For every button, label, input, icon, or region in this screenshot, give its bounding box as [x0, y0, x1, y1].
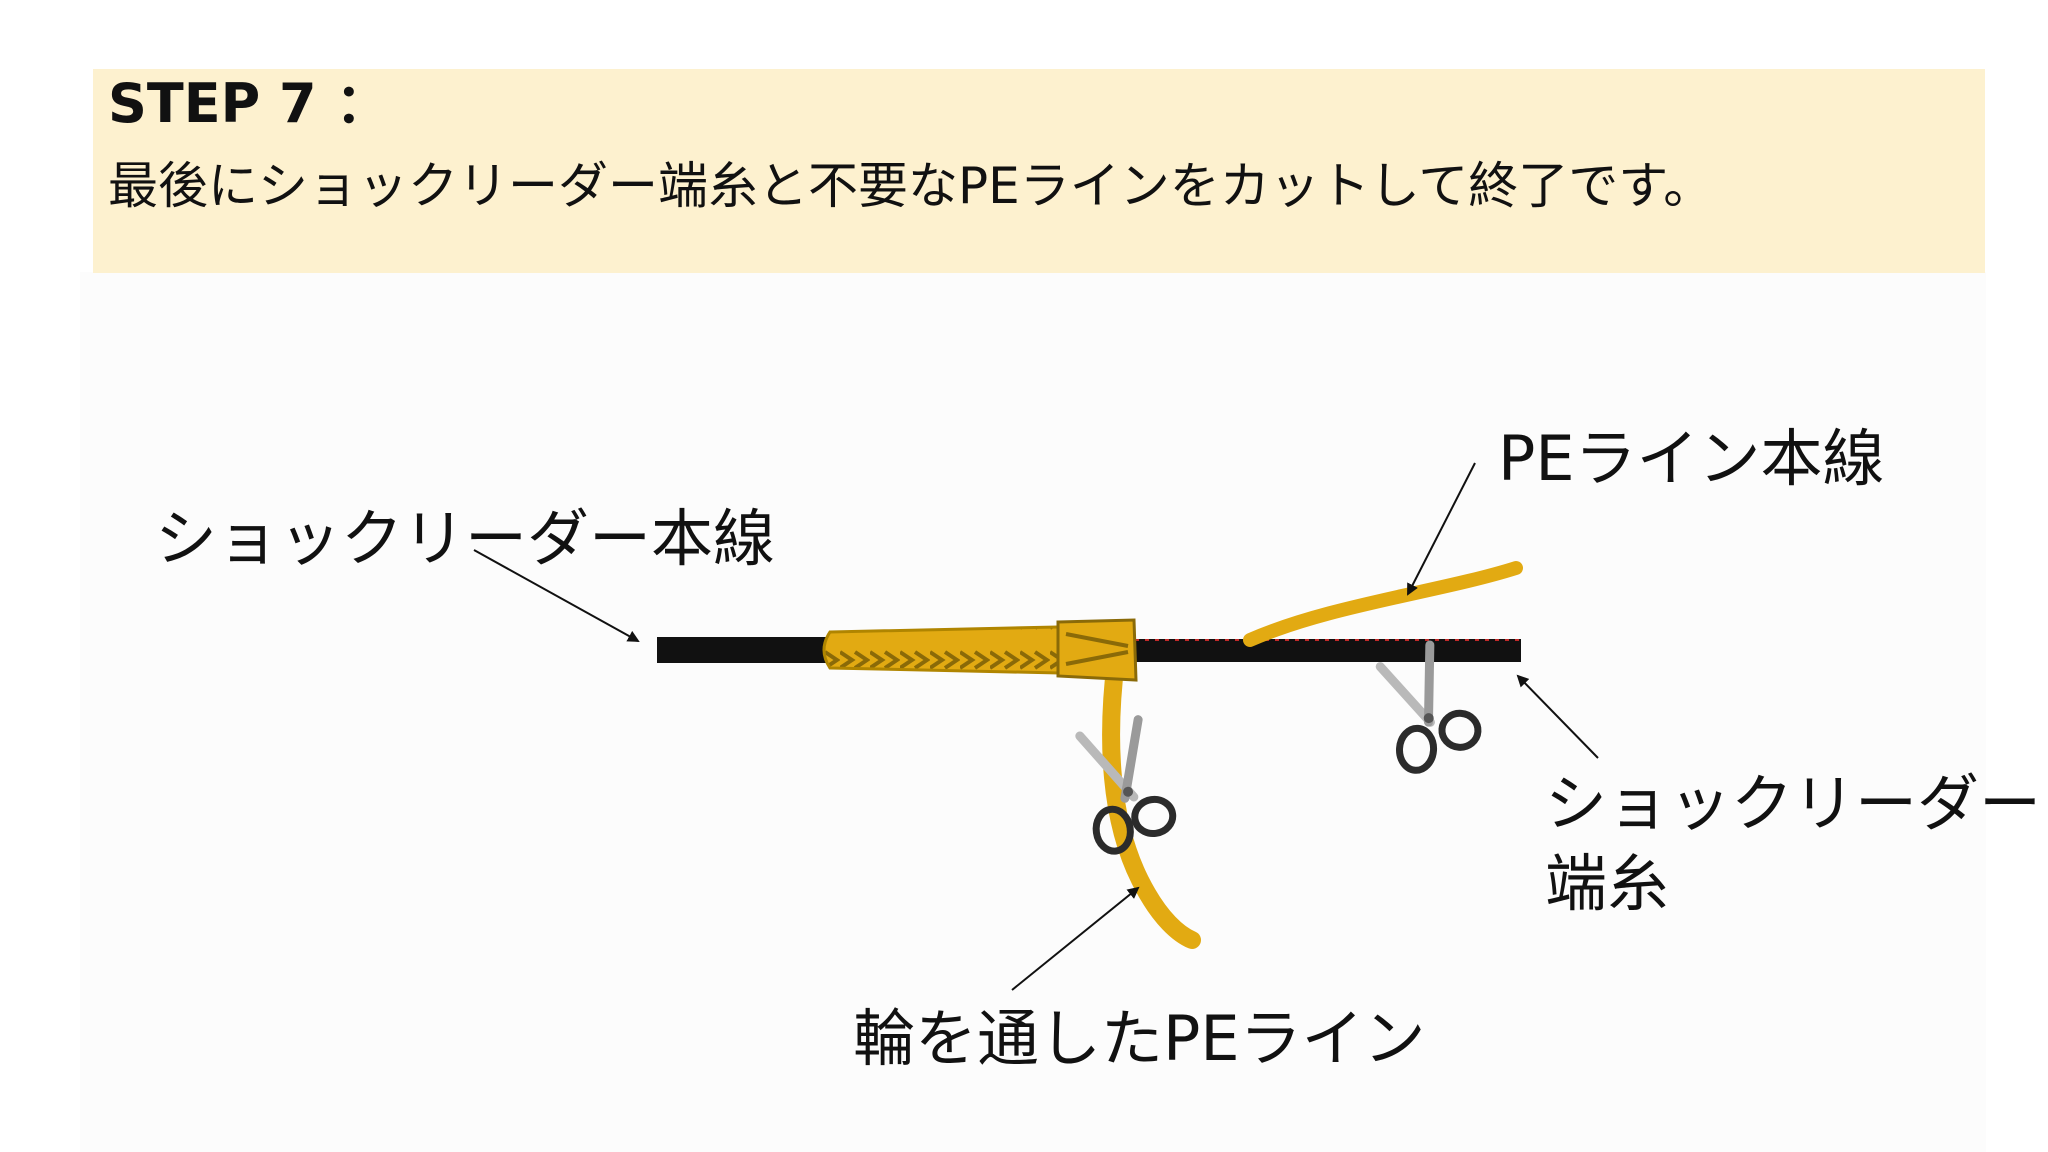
step-title: STEP 7 ： — [108, 72, 390, 135]
scissors-icon — [1075, 715, 1177, 855]
scissors-icon — [1375, 640, 1482, 774]
label-pe-line-through-loop: 輪を通したPEライン — [853, 1002, 1426, 1075]
leader-tag-arrow — [1516, 674, 1599, 759]
pe-line-through-loop — [1102, 651, 1201, 949]
step-header-box — [93, 69, 1985, 273]
shock-leader-tag-end-line — [1125, 639, 1521, 662]
step-description: 最後にショックリーダー端糸と不要なPEラインをカットして終了です。 — [108, 157, 1714, 215]
label-pe-line-main: PEライン本線 — [1498, 422, 1885, 495]
pe-loop-arrow — [1011, 886, 1140, 991]
diagram-background — [80, 272, 1986, 1152]
label-shock-leader-tag-line2: 端糸 — [1545, 847, 1669, 920]
leader-main-arrow — [473, 549, 640, 642]
braided-knot — [822, 618, 1138, 682]
label-shock-leader-main: ショックリーダー本線 — [155, 502, 775, 575]
pe-main-arrow — [1407, 462, 1476, 596]
label-shock-leader-tag-line1: ショックリーダー — [1545, 767, 2041, 840]
pe-line-main — [1243, 561, 1523, 647]
